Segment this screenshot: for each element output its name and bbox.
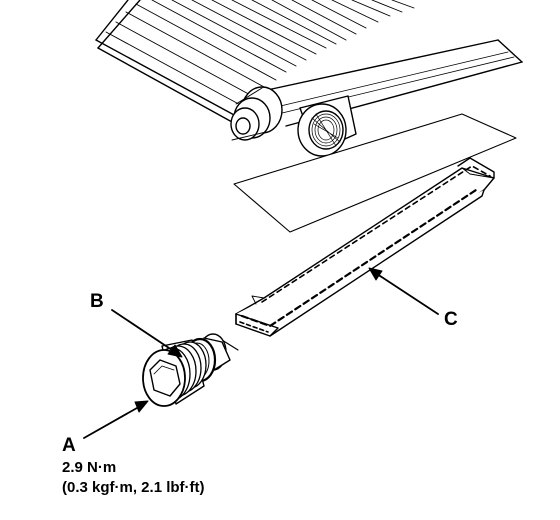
callout-b: B xyxy=(90,291,104,312)
callout-c: C xyxy=(444,309,458,330)
arrow-c-icon xyxy=(373,271,439,315)
condenser-core xyxy=(95,0,523,127)
arrow-b-icon xyxy=(111,309,179,355)
torque-spec-alt: (0.3 kgf·m, 2.1 lbf·ft) xyxy=(62,479,205,496)
hex-socket-icon xyxy=(149,359,181,397)
filter-assembly xyxy=(142,333,239,407)
callout-a: A xyxy=(62,435,76,456)
torque-spec-nm: 2.9 N·m xyxy=(62,459,117,476)
condenser-left-fitting xyxy=(230,86,283,141)
leader-arrows xyxy=(83,267,439,439)
receiver-threaded-opening xyxy=(297,95,357,157)
arrow-a-icon xyxy=(83,403,145,439)
desiccant-outline-panel xyxy=(233,113,517,233)
desiccant-bag xyxy=(235,157,495,337)
